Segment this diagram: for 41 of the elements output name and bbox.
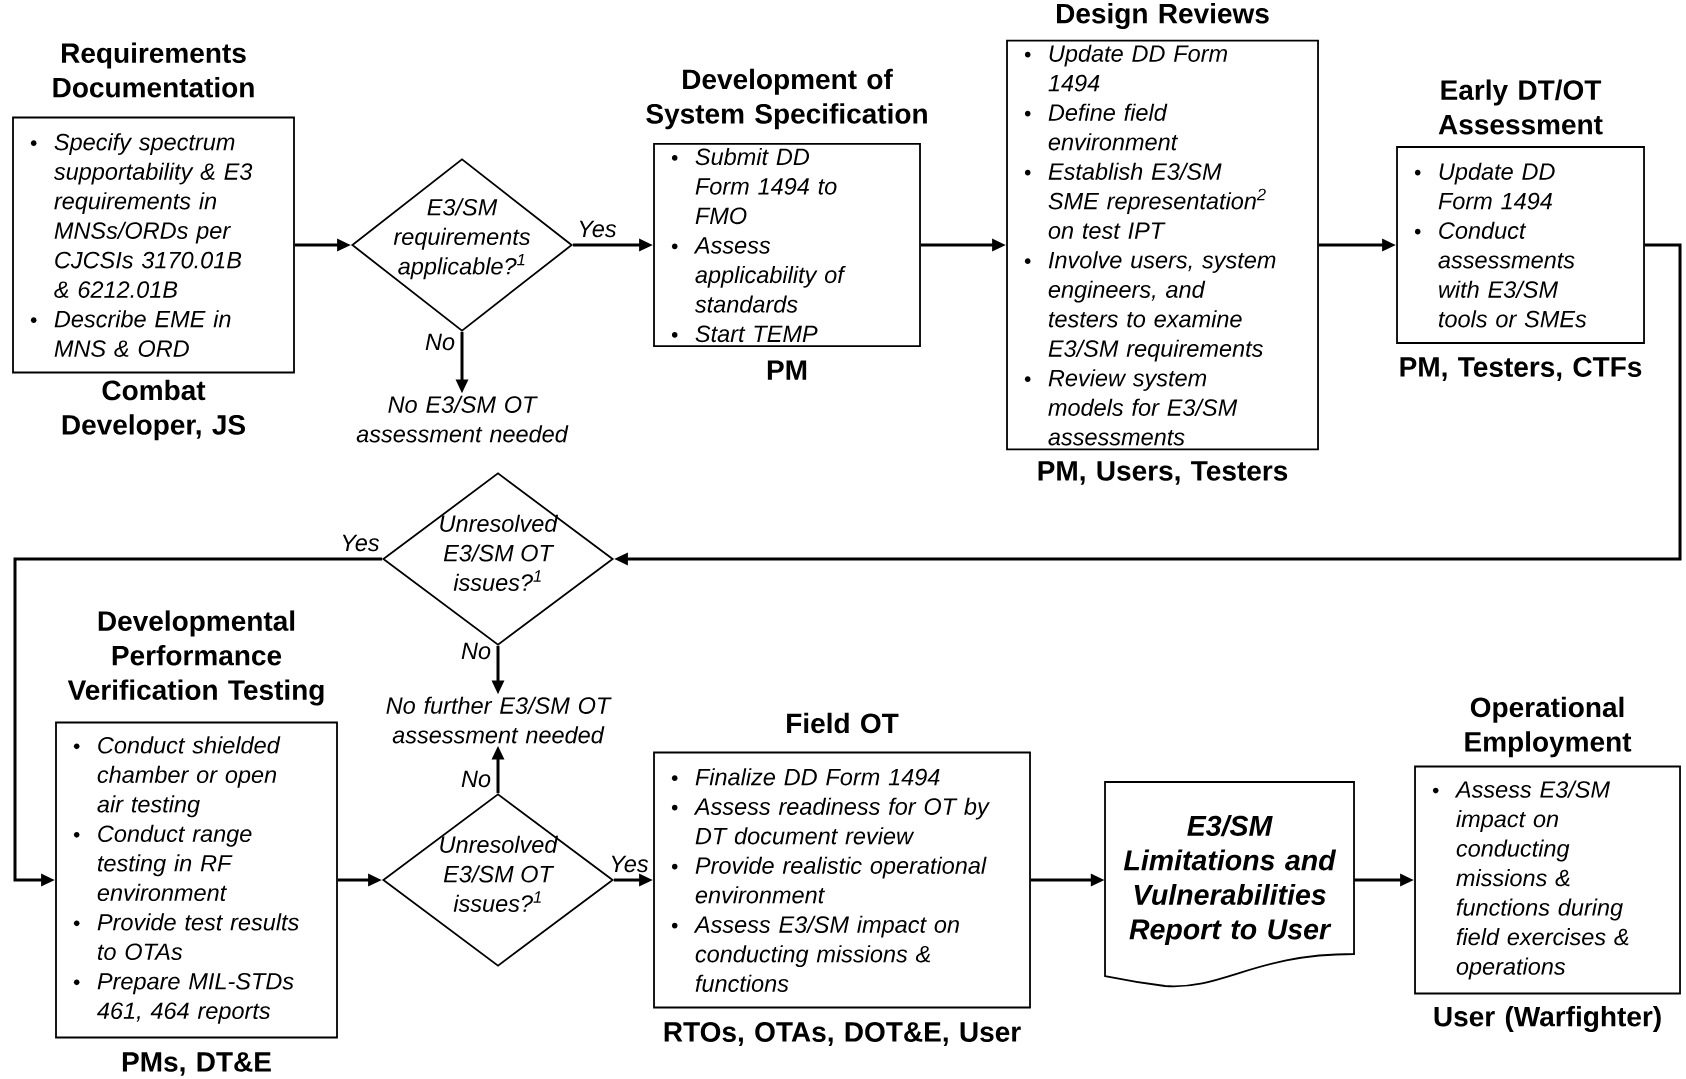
bullet-item: Submit DD Form 1494 to FMO — [671, 147, 837, 225]
role-label: PM — [767, 360, 807, 380]
heading: Requirements Documentation — [53, 42, 254, 98]
outcome-text: No further E3/SM OT assessment needed — [386, 696, 612, 744]
bullet-item: Assess applicability of standards — [671, 237, 846, 313]
bullet-item: Provide test results to OTAs — [73, 913, 299, 961]
bullet-item: Start TEMP — [671, 325, 818, 343]
bullet-item: Review system models for E3/SM assessments — [1024, 369, 1238, 446]
bullet-item: Describe EME in MNS & ORD — [30, 310, 231, 357]
heading: Design Reviews — [1057, 2, 1269, 30]
outcome-text: No E3/SM OT assessment needed — [356, 395, 569, 443]
bullet-item: Establish E3/SM SME representation$^{2}$ on test IPT — [1024, 162, 1266, 239]
bullet-item: Conduct range testing in RF environment — [73, 824, 252, 902]
bullet-item: Prepare MIL-STDs 461, 464 reports — [73, 972, 294, 1024]
role-label: RTOs, OTAs, DOT&E, User — [664, 1022, 1021, 1046]
edge-label: Yes — [339, 533, 381, 553]
role-label: PM, Testers, CTFs — [1400, 357, 1642, 381]
edge-label: Yes — [576, 219, 618, 239]
bullet-item: Define field environment — [1024, 103, 1178, 151]
heading: Development of System Specification — [646, 68, 927, 130]
role-label: User (Warfighter) — [1434, 1005, 1661, 1033]
bullet-item: Finalize DD Form 1494 — [671, 768, 940, 786]
bullet-item: Conduct shielded chamber or open air testing — [73, 736, 281, 818]
bullet-item: Assess E3/SM impact on conducting missions & functions — [671, 915, 959, 992]
bullet-item: Specify spectrum supportability & E3 requirements in MNSs/ORDs per CJCSIs 3170.01B & 6212.01B — [30, 133, 253, 298]
bullet-item: Update DD Form 1494 — [1024, 44, 1227, 92]
heading: Developmental Performance Verification Testing — [67, 610, 324, 706]
role-label: PM, Users, Testers — [1038, 461, 1288, 485]
bullet-item: Assess readiness for OT by DT document review — [671, 797, 990, 845]
bullet-item: Conduct assessments with E3/SM tools or SMEs — [1414, 221, 1587, 328]
bullet-item: Update DD Form 1494 — [1414, 162, 1555, 210]
heading: Early DT/OT Assessment — [1438, 79, 1603, 135]
edge-label: No — [424, 332, 457, 352]
heading: Field OT — [787, 712, 899, 734]
bullet-item: Involve users, system engineers, and testers to examine E3/SM requirements — [1024, 251, 1276, 362]
edge-label: No — [460, 769, 493, 789]
bullet-item: Provide realistic operational environment — [671, 856, 987, 904]
role-label: PMs, DT&E — [122, 1052, 271, 1076]
heading: Operational Employment — [1465, 696, 1632, 758]
role-label: Combat Developer, JS — [62, 379, 245, 441]
bullet-item: Assess E3/SM impact on conducting missions & functions during field exercises & operations — [1432, 780, 1629, 980]
